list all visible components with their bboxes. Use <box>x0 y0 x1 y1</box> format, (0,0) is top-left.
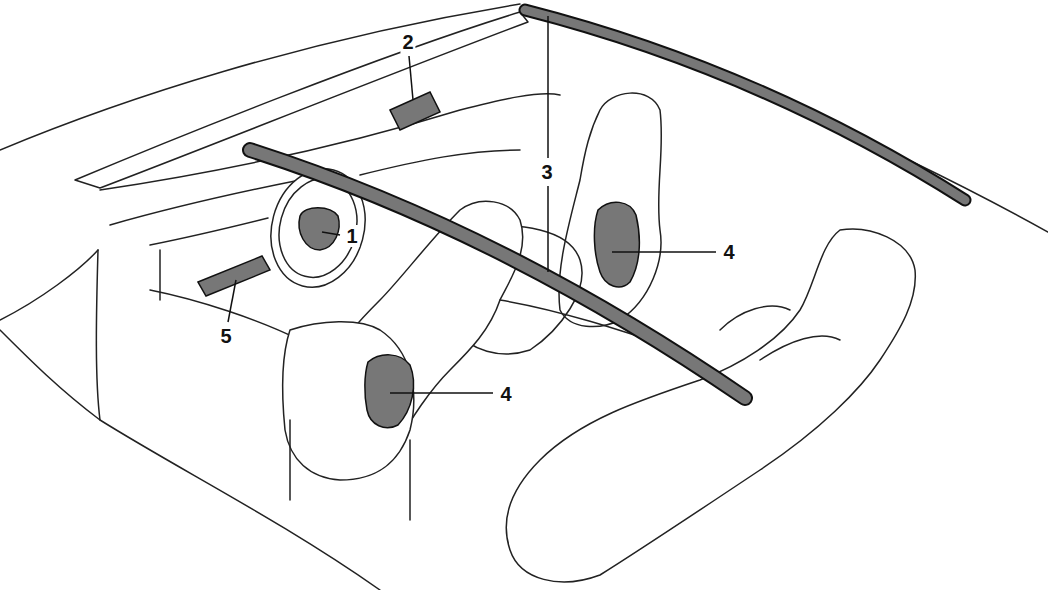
callout-number: 4 <box>721 241 736 263</box>
callout-number: 1 <box>344 225 359 247</box>
callout-number: 2 <box>400 31 415 53</box>
callout-number: 5 <box>218 325 233 347</box>
callout-number: 4 <box>498 383 513 405</box>
callout-number: 3 <box>539 161 554 183</box>
